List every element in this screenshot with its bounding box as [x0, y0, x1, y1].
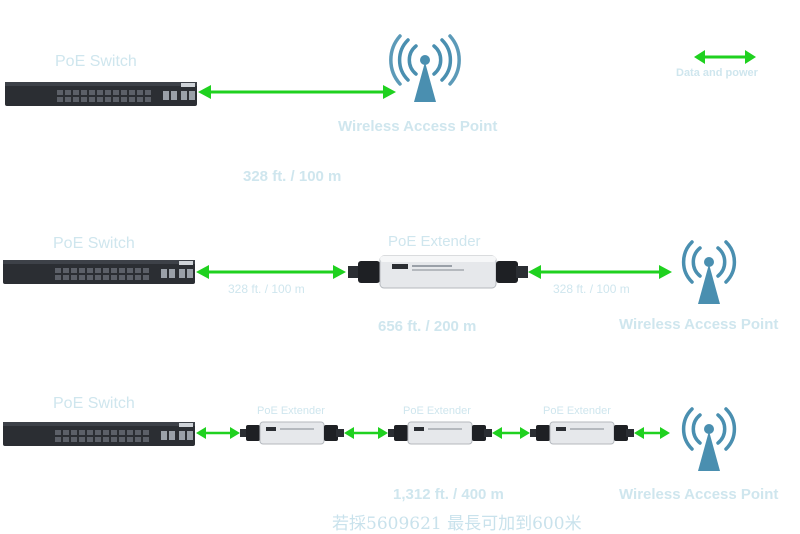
legend-arrow-icon [694, 50, 756, 64]
row3-arrow-2 [344, 427, 388, 439]
row2-arrow-left [196, 265, 346, 279]
row3-extender-label-3: PoE Extender [543, 405, 611, 417]
row3-access-point-icon [681, 407, 737, 471]
row1-switch-label: PoE Switch [55, 53, 137, 70]
row3-poe-switch-icon [3, 422, 195, 446]
row1-access-point-icon [389, 34, 461, 102]
row3-poe-extender-icon-2 [388, 421, 492, 445]
row1-distance-label: 328 ft. / 100 m [243, 168, 342, 185]
row2-access-point-icon [681, 240, 737, 304]
row3-ap-label: Wireless Access Point [619, 486, 779, 503]
row2-arrow-right [528, 265, 672, 279]
row1-ap-label: Wireless Access Point [338, 118, 498, 135]
row2-segment-left-label: 328 ft. / 100 m [228, 282, 305, 296]
row2-extender-label: PoE Extender [388, 233, 481, 250]
row1-poe-switch-icon [5, 82, 197, 106]
row2-poe-switch-icon [3, 260, 195, 284]
row3-arrow-3 [492, 427, 530, 439]
row3-switch-label: PoE Switch [53, 395, 135, 412]
row2-poe-extender-icon [348, 255, 528, 289]
row3-extender-label-2: PoE Extender [403, 405, 471, 417]
row2-ap-label: Wireless Access Point [619, 316, 779, 333]
row3-arrow-4 [634, 427, 670, 439]
row3-distance-label: 1,312 ft. / 400 m [393, 486, 504, 503]
legend-label: Data and power [676, 67, 758, 79]
row2-segment-right-label: 328 ft. / 100 m [553, 282, 630, 296]
row3-poe-extender-icon-1 [240, 421, 344, 445]
row2-distance-label: 656 ft. / 200 m [378, 318, 477, 335]
row3-poe-extender-icon-3 [530, 421, 634, 445]
footer-note: 若採5609621 最長可加到600米 [332, 514, 582, 534]
row2-switch-label: PoE Switch [53, 235, 135, 252]
row1-arrow [198, 85, 396, 99]
row3-arrow-1 [196, 427, 240, 439]
row3-extender-label-1: PoE Extender [257, 405, 325, 417]
